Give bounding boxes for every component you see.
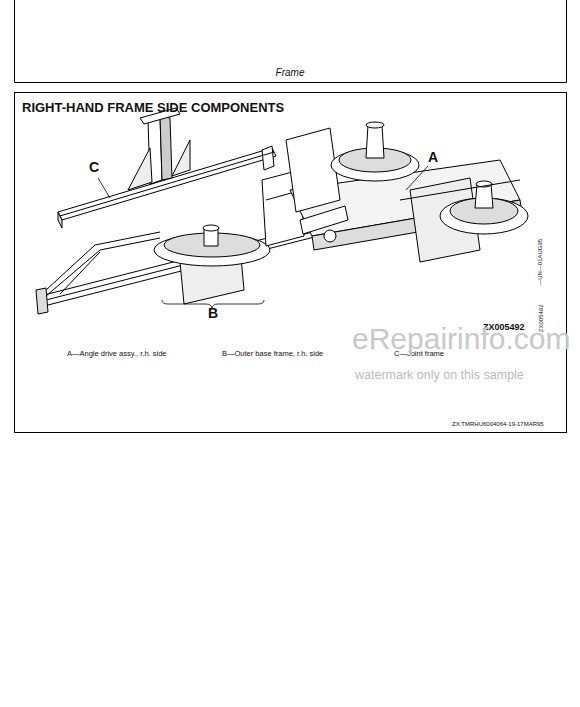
joint-frame (58, 108, 276, 228)
section-title: RIGHT-HAND FRAME SIDE COMPONENTS (22, 101, 284, 115)
angle-drive-assy (286, 122, 528, 262)
header-box (15, 0, 567, 83)
label: —UN—01AUG95 (538, 238, 545, 285)
label: C (89, 160, 99, 175)
label: Frame (276, 67, 305, 78)
label: A (428, 150, 438, 165)
label: B (208, 306, 218, 321)
label: A—Angle drive assy., r.h. side (67, 350, 167, 358)
leader-line (98, 178, 110, 198)
outer-base-frame (36, 170, 334, 314)
section-box (15, 93, 567, 433)
leader-line (406, 166, 428, 190)
label: B—Outer base frame, r.h. side (222, 350, 323, 358)
label: watermark only on this sample (355, 369, 524, 383)
label: ZX,TMRHU6004064-19-17MAR95 (452, 421, 544, 428)
label: eRepairinfo.com (352, 322, 570, 355)
